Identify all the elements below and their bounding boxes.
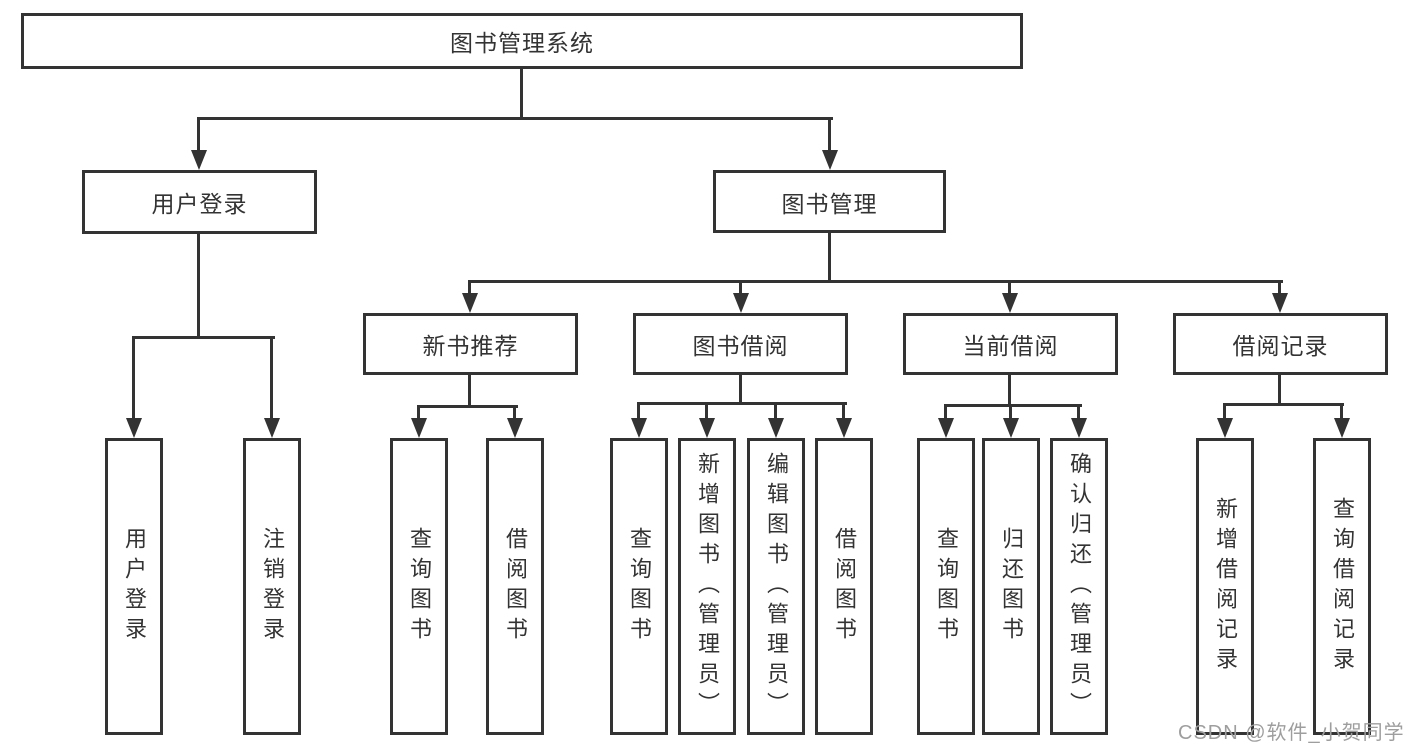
leaf-borrow-books-borrowing: 借阅图书 [815,438,873,735]
connector-line [739,375,742,405]
arrowhead-icon [264,418,280,438]
arrowhead-icon [1003,418,1019,438]
leaf-borrow-books-recommend: 借阅图书 [486,438,544,735]
leaf-add-books-admin: 新增图书（管理员） [678,438,736,735]
node-user-login: 用户登录 [82,170,317,234]
node-label: 新书推荐 [422,333,519,359]
leaf-edit-books-admin: 编辑图书（管理员） [747,438,805,735]
connector-line [828,117,831,152]
connector-line [197,117,200,152]
leaf-user-login: 用户登录 [105,438,163,735]
leaf-return-books: 归还图书 [982,438,1040,735]
arrowhead-icon [1272,293,1288,313]
connector-line [513,405,516,420]
leaf-label: 新增借阅记录 [1213,496,1238,677]
arrowhead-icon [191,150,207,170]
connector-line [1077,404,1080,420]
arrowhead-icon [631,418,647,438]
node-book-management: 图书管理 [713,170,946,233]
arrowhead-icon [836,418,852,438]
connector-line [1223,403,1344,406]
connector-line [842,402,845,420]
leaf-label: 查询借阅记录 [1330,496,1355,677]
connector-line [1008,280,1011,296]
leaf-query-books-borrowing: 查询图书 [610,438,668,735]
connector-line [468,375,471,408]
connector-line [132,336,135,420]
connector-line [468,280,471,296]
node-borrowing-records: 借阅记录 [1173,313,1388,375]
arrowhead-icon [1217,418,1233,438]
connector-line [520,69,523,119]
leaf-label: 借阅图书 [832,526,857,647]
connector-line [468,280,1283,283]
connector-line [1278,375,1281,406]
leaf-label: 注销登录 [260,526,285,647]
leaf-logout: 注销登录 [243,438,301,735]
connector-line [1278,280,1281,296]
arrowhead-icon [507,418,523,438]
arrowhead-icon [699,418,715,438]
arrowhead-icon [1071,418,1087,438]
node-label: 图书管理 [781,190,878,217]
connector-line [197,234,200,338]
arrowhead-icon [822,150,838,170]
connector-line [1008,375,1011,407]
leaf-confirm-return-admin: 确认归还（管理员） [1050,438,1108,735]
node-current-borrowing: 当前借阅 [903,313,1118,375]
connector-line [637,402,847,405]
connector-line [270,336,273,420]
arrowhead-icon [938,418,954,438]
connector-line [1340,403,1343,420]
watermark: CSDN @软件_小贺同学 [1178,722,1405,744]
connector-line [1009,404,1012,420]
node-label: 图书管理系统 [450,30,594,56]
leaf-label: 确认归还（管理员） [1067,451,1092,722]
connector-line [739,280,742,296]
node-library-management-system: 图书管理系统 [21,13,1023,69]
connector-line [705,402,708,420]
node-book-borrowing: 图书借阅 [633,313,848,375]
arrowhead-icon [768,418,784,438]
leaf-query-borrow-record: 查询借阅记录 [1313,438,1371,735]
node-label: 当前借阅 [962,333,1059,359]
leaf-query-books-recommend: 查询图书 [390,438,448,735]
node-label: 图书借阅 [692,333,789,359]
arrowhead-icon [1334,418,1350,438]
arrowhead-icon [411,418,427,438]
node-new-book-recommendation: 新书推荐 [363,313,578,375]
connector-line [774,402,777,420]
connector-line [944,404,947,420]
connector-line [132,336,275,339]
connector-line [944,404,1082,407]
connector-line [417,405,420,420]
leaf-label: 用户登录 [122,526,147,647]
connector-line [417,405,518,408]
arrowhead-icon [733,293,749,313]
arrowhead-icon [1002,293,1018,313]
leaf-query-books-current: 查询图书 [917,438,975,735]
leaf-label: 借阅图书 [503,526,528,647]
leaf-label: 查询图书 [934,526,959,647]
leaf-add-borrow-record: 新增借阅记录 [1196,438,1254,735]
node-label: 用户登录 [151,191,248,217]
leaf-label: 编辑图书（管理员） [764,451,789,722]
connector-line [1223,403,1226,420]
node-label: 借阅记录 [1232,333,1329,359]
connector-line [828,233,831,283]
leaf-label: 查询图书 [627,526,652,647]
connector-line [637,402,640,420]
leaf-label: 归还图书 [999,526,1024,647]
leaf-label: 查询图书 [407,526,432,647]
arrowhead-icon [126,418,142,438]
connector-line [197,117,833,120]
arrowhead-icon [462,293,478,313]
leaf-label: 新增图书（管理员） [695,451,720,722]
